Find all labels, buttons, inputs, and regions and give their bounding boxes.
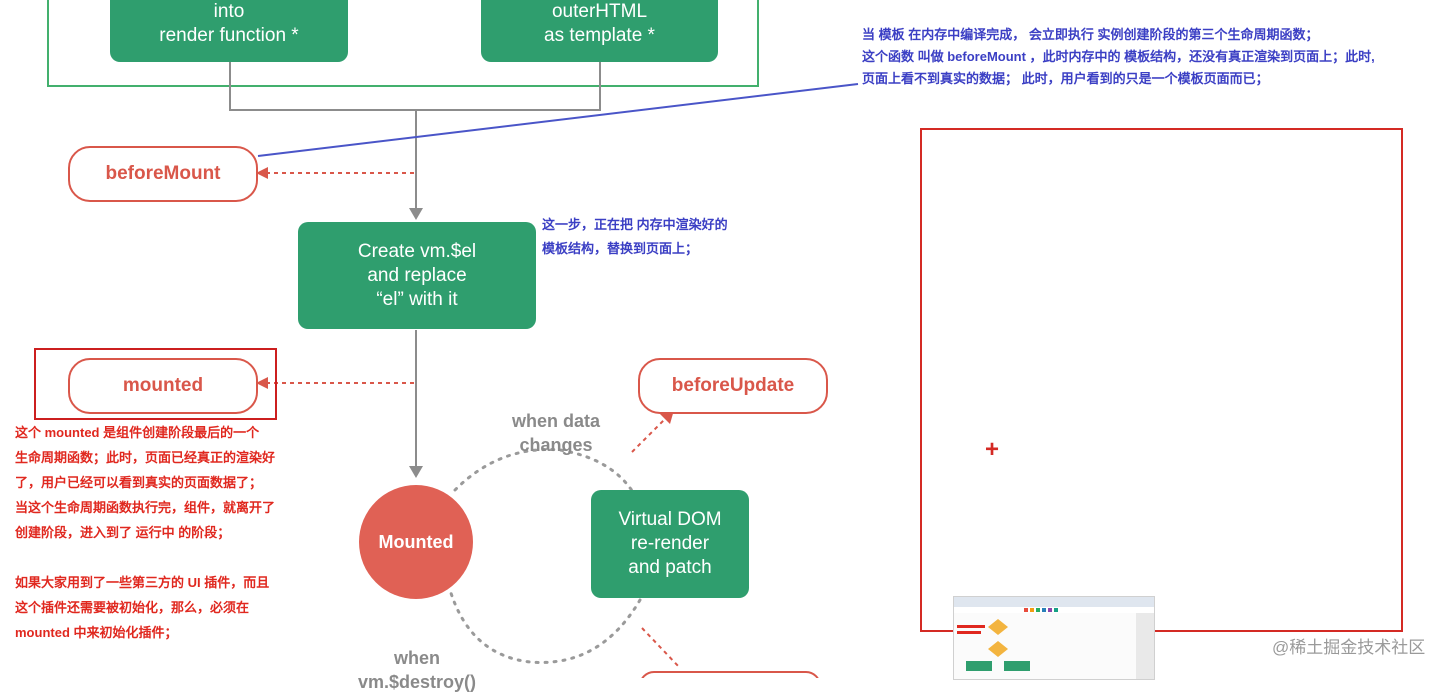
arrowhead-mounted-hook bbox=[256, 377, 268, 389]
beforemount-note-line: 这个函数 叫做 beforeMount ，此时内存中的 模板结构，还没有真正渲染… bbox=[862, 49, 1375, 64]
mounted-hook-label: mounted bbox=[122, 375, 204, 396]
beforeupdate-label: beforeUpdate bbox=[671, 375, 795, 396]
create-note: 这一步，正在把 内存中渲染好的 模板结构，替换到页面上； bbox=[542, 213, 728, 261]
mounted-note-line: 生命周期函数；此时，页面已经真正的渲染好 bbox=[15, 450, 276, 465]
when-data-changes-label: when data changes bbox=[511, 411, 600, 455]
thumbnail-graphic bbox=[954, 597, 1154, 679]
template-frame bbox=[47, 0, 759, 87]
beforemount-note: 当 模板 在内存中编译完成， 会立即执行 实例创建阶段的第三个生命周期函数； 这… bbox=[862, 24, 1454, 90]
mounted-note-line: 了，用户已经可以看到真实的页面数据了； bbox=[15, 475, 263, 490]
virtual-dom-box: Virtual DOM re-render and patch bbox=[591, 490, 749, 598]
virtual-dom-label: Virtual DOM re-render and patch bbox=[618, 509, 722, 578]
beforemount-note-line: 页面上看不到真实的数据； 此时，用户看到的只是一个模板页面而已； bbox=[862, 71, 1269, 86]
arrowhead-mounted bbox=[409, 466, 423, 478]
arrowhead-beforemount bbox=[256, 167, 268, 179]
mounted-note-line: mounted 中来初始化插件； bbox=[15, 625, 178, 640]
dashed-to-updated bbox=[641, 627, 681, 669]
mounted-hook: mounted bbox=[68, 358, 258, 414]
mounted-state-label: Mounted bbox=[378, 531, 454, 552]
mounted-note-line: 当这个生命周期函数执行完，组件，就离开了 bbox=[15, 500, 276, 515]
cycle-arc-top bbox=[453, 448, 642, 507]
mounted-note: 这个 mounted 是组件创建阶段最后的一个 生命周期函数；此时，页面已经真正… bbox=[15, 420, 275, 645]
when-destroy-label: when vm.$destroy() bbox=[357, 648, 477, 692]
mounted-note-line: 创建阶段，进入到了 运行中 的阶段； bbox=[15, 525, 231, 540]
create-note-line: 模板结构，替换到页面上； bbox=[542, 241, 699, 256]
dashed-to-beforeupdate bbox=[631, 419, 665, 453]
mounted-note-line: 如果大家用到了一些第三方的 UI 插件，而且 bbox=[15, 575, 270, 590]
mounted-note-line: 这个 mounted 是组件创建阶段最后的一个 bbox=[15, 425, 260, 440]
create-vm-el-box: Create vm.$el and replace “el” with it bbox=[298, 222, 536, 329]
mounted-note-line bbox=[15, 545, 275, 570]
crosshair-icon: + bbox=[985, 436, 1000, 463]
updated-hook-partial bbox=[641, 671, 819, 678]
thumbnail-preview[interactable] bbox=[953, 596, 1155, 680]
render-function-label: into render function * bbox=[159, 1, 299, 46]
annotation-pointer-line bbox=[257, 83, 859, 157]
beforemount-hook: beforeMount bbox=[68, 146, 258, 202]
cycle-arc-bottom bbox=[448, 588, 642, 664]
mounted-note-line: 这个插件还需要被初始化，那么，必须在 bbox=[15, 600, 250, 615]
create-vm-el-label: Create vm.$el and replace “el” with it bbox=[357, 240, 477, 310]
render-function-box: into render function * bbox=[110, 0, 348, 62]
arrowhead-create bbox=[409, 208, 423, 220]
watermark: @稀土掘金技术社区 bbox=[1272, 638, 1426, 657]
mounted-highlight-rect bbox=[34, 348, 277, 420]
canvas-rect bbox=[920, 128, 1403, 632]
beforeupdate-hook: beforeUpdate bbox=[638, 358, 828, 414]
beforemount-label: beforeMount bbox=[105, 163, 221, 184]
mounted-state-circle: Mounted bbox=[359, 485, 473, 599]
outer-html-box: outerHTML as template * bbox=[481, 0, 718, 62]
outer-html-label: outerHTML as template * bbox=[544, 1, 655, 46]
create-note-line: 这一步，正在把 内存中渲染好的 bbox=[542, 217, 728, 232]
beforemount-note-line: 当 模板 在内存中编译完成， 会立即执行 实例创建阶段的第三个生命周期函数； bbox=[862, 27, 1319, 42]
